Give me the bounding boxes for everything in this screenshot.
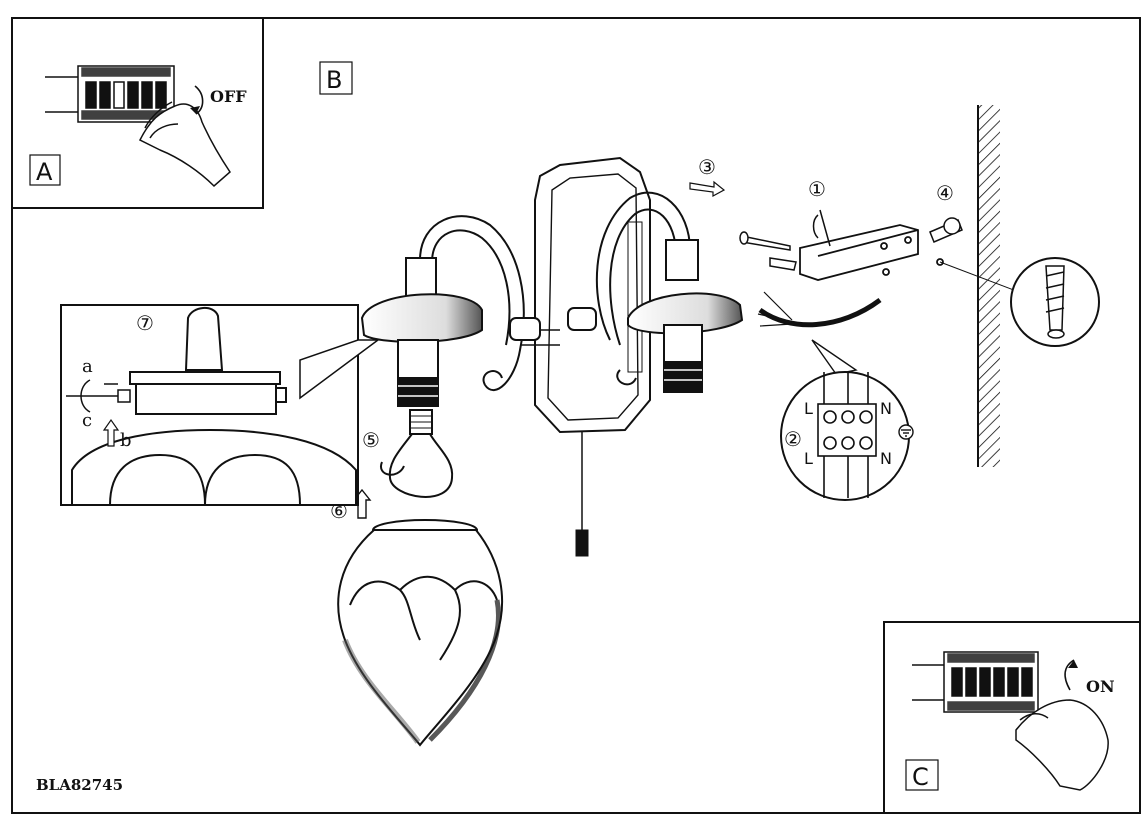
hand-off-icon [138, 101, 231, 188]
wall-plug-icon [1045, 265, 1065, 339]
model-code: BLA82745 [36, 776, 123, 794]
holder-closeup [71, 307, 357, 506]
arrowhead-icon [190, 106, 200, 114]
terminal-block-icon [817, 372, 877, 498]
step-3-label: ③ [698, 155, 716, 179]
supply-cable [758, 297, 882, 328]
rotate-off-arrow-icon [194, 85, 204, 115]
glass-shade [337, 519, 504, 747]
terminal-label-n-top: N [880, 399, 892, 418]
pull-chain-switch [575, 432, 589, 557]
right-lamp-holder [627, 239, 744, 393]
terminal-block-detail: ② L N L N [780, 371, 914, 501]
panel-c-label: C [912, 763, 929, 791]
step-2-label: ② [784, 427, 802, 451]
terminal-label-l-bottom: L [804, 449, 813, 468]
panel-c: ON C [883, 621, 1141, 814]
wall-hatch [978, 105, 1000, 467]
breaker-box-on-icon [912, 651, 1039, 713]
terminal-label-n-bottom: N [880, 449, 892, 468]
panel-a-label: A [36, 158, 53, 186]
panel-a-switch-text: OFF [210, 87, 247, 106]
rotate-on-arrow-icon [1064, 659, 1075, 691]
light-bulb-icon [379, 409, 454, 498]
panel-c-switch-text: ON [1086, 677, 1115, 696]
screw-label-a: a [82, 356, 93, 377]
step-1-label: ① [808, 177, 826, 201]
outer-frame [11, 17, 1141, 814]
step-5-label: ⑤ [362, 428, 380, 452]
right-arrow-icon [689, 180, 726, 198]
wall-plug-detail [1010, 257, 1100, 347]
screw-label-b: b [120, 430, 132, 451]
mounting-bracket [799, 224, 1041, 301]
zoom-callout-pointer [299, 339, 381, 400]
mounting-screw-icon [739, 209, 831, 271]
cable-wires [757, 291, 793, 327]
left-lamp-holder [360, 257, 483, 407]
panel-b-label-box [319, 61, 353, 95]
step-4-label: ④ [936, 181, 954, 205]
wall-backplate [534, 156, 651, 434]
screw-icon [66, 379, 131, 413]
terminal-callout-pointer [811, 339, 858, 375]
wall-plug-screw-icon [929, 217, 963, 243]
ground-symbol-icon [898, 424, 914, 440]
hand-on-icon [1015, 699, 1109, 791]
left-arm [419, 215, 597, 392]
panel-c-label-box [905, 759, 939, 791]
panel-7-inset: ⑦ a c b [60, 304, 381, 506]
panel-b-label: B [326, 66, 342, 94]
arrowhead-on-icon [1068, 660, 1078, 668]
panel-a-label-box [29, 154, 61, 186]
breaker-box-off-icon [45, 65, 175, 123]
terminal-label-l-top: L [804, 399, 813, 418]
up-arrow-b-icon [102, 418, 120, 447]
panel-a: OFF A [11, 17, 264, 209]
right-arm [595, 191, 691, 386]
screw-label-c: c [82, 410, 92, 431]
step-7-label: ⑦ [136, 311, 154, 335]
